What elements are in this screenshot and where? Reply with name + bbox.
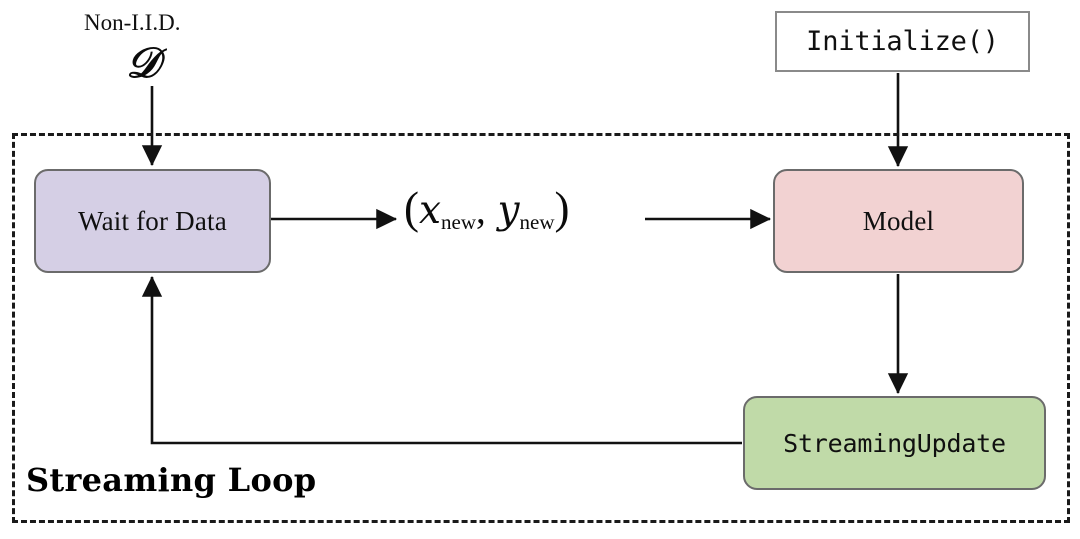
node-streaming-update[interactable]: StreamingUpdate (743, 396, 1046, 490)
dataset-symbol: 𝒟 (126, 38, 160, 87)
node-model[interactable]: Model (773, 169, 1024, 273)
sample-comma: , (476, 189, 486, 232)
node-streaming-update-label: StreamingUpdate (783, 428, 1006, 458)
node-initialize[interactable]: Initialize() (775, 11, 1030, 72)
node-initialize-label: Initialize() (806, 26, 999, 57)
node-wait-for-data-label: Wait for Data (78, 205, 227, 236)
sample-y-variable: y (497, 188, 520, 233)
sample-x-subscript: new (441, 210, 476, 234)
edge-label-sample-pair: (xnew, ynew) (404, 183, 570, 234)
sample-x-variable: x (419, 188, 441, 233)
node-model-label: Model (862, 205, 935, 236)
streaming-loop-container (12, 133, 1070, 523)
sample-y-subscript: new (519, 210, 555, 234)
non-iid-caption: Non-I.I.D. (84, 10, 181, 35)
node-wait-for-data[interactable]: Wait for Data (34, 169, 271, 273)
streaming-loop-title: Streaming Loop (26, 461, 317, 499)
sample-open-paren: ( (404, 183, 419, 233)
sample-close-paren: ) (554, 183, 570, 233)
